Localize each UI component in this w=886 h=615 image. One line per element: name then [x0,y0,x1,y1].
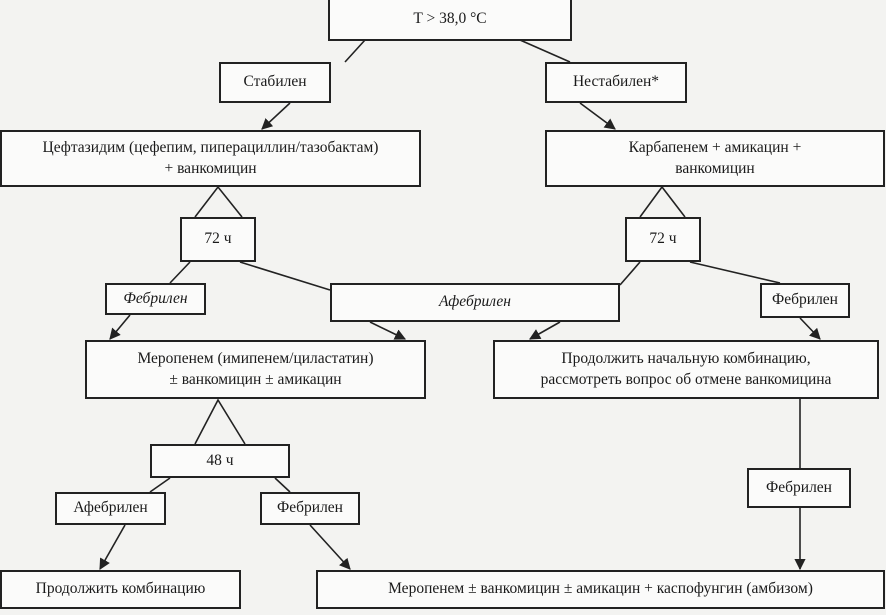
connector-therapy-72-right [639,185,686,218]
meropenem-therapy-line1: Меропенем (имипенем/циластатин) [137,349,374,367]
connector-48-afebrile [149,477,171,493]
meropenem-therapy-box: Меропенем (имипенем/циластатин) ± ванком… [85,340,426,399]
meropenem-therapy-line2: ± ванкомицин ± амикацин [169,370,342,388]
afebrile-middle-label: Афебрилен [439,293,511,311]
febrile-bottom-label: Фебрилен [277,499,343,517]
febrile-right-box: Фебрилен [760,283,850,318]
febrile-right-label: Фебрилен [772,291,838,309]
wait-72h-left-box: 72 ч [180,217,256,262]
continue-initial-box: Продолжить начальную комбинацию, рассмот… [493,340,879,399]
connector-therapy-72-left [194,185,243,218]
arrow-afebrile-continue-combo [99,524,126,570]
arrow-stable-therapy [261,102,291,130]
febrile-left-box: Фебрилен [105,283,206,315]
connector-72-febrile-left [169,261,191,284]
root-temperature-box: T > 38,0 °C [328,0,572,41]
arrow-febrile-continue [799,317,821,340]
febrile-bottom-box: Фебрилен [260,492,360,525]
connector-72r-afebrile [619,261,641,286]
stable-label: Стабилен [243,73,307,91]
febrile-right-bottom-box: Фебрилен [747,468,851,508]
stable-therapy-line2: + ванкомицин [164,159,257,177]
stable-therapy-box: Цефтазидим (цефепим, пиперациллин/тазоба… [0,130,421,187]
unstable-therapy-box: Карбапенем + амикацин + ванкомицин [545,130,885,187]
unstable-box: Нестабилен* [545,62,687,103]
connector-root-unstable [519,39,571,63]
root-label: T > 38,0 °C [413,10,487,28]
arrow-afebrile-meropenem [369,321,407,340]
wait-72h-right-box: 72 ч [625,217,701,262]
unstable-label: Нестабилен* [572,73,660,91]
arrow-unstable-therapy [579,102,616,130]
continue-initial-line2: рассмотреть вопрос об отмене ванкомицина [540,370,832,388]
unstable-therapy-line1: Карбапенем + амикацин + [628,138,802,156]
wait-48h-label: 48 ч [206,451,234,469]
continue-combination-box: Продолжить комбинацию [0,570,241,609]
connector-48-febrile [274,477,291,493]
febrile-left-label: Фебрилен [123,289,188,307]
arrow-febrile-meropenem [109,314,131,340]
connector-root-stable [344,39,366,63]
wait-72h-left-label: 72 ч [204,230,232,248]
unstable-therapy-line2: ванкомицин [675,159,755,177]
final-therapy-box: Меропенем ± ванкомицин ± амикацин + касп… [316,570,885,609]
afebrile-bottom-box: Афебрилен [55,492,166,525]
connector-meropenem-48 [194,398,246,445]
arrow-afebrile-continue [529,321,561,340]
febrile-right-bottom-label: Фебрилен [766,478,832,496]
arrow-febrile-final [309,524,351,570]
connector-72-afebrile [239,261,331,291]
final-therapy-label: Меропенем ± ванкомицин ± амикацин + касп… [388,580,813,598]
connector-72r-febrile [689,261,781,284]
afebrile-middle-box: Афебрилен [330,283,620,322]
stable-therapy-line1: Цефтазидим (цефепим, пиперациллин/тазоба… [42,138,379,156]
stable-box: Стабилен [219,62,331,103]
continue-combination-label: Продолжить комбинацию [35,580,206,598]
afebrile-bottom-label: Афебрилен [73,499,148,517]
wait-48h-box: 48 ч [150,444,290,478]
continue-initial-line1: Продолжить начальную комбинацию, [561,349,811,367]
wait-72h-right-label: 72 ч [649,230,677,248]
